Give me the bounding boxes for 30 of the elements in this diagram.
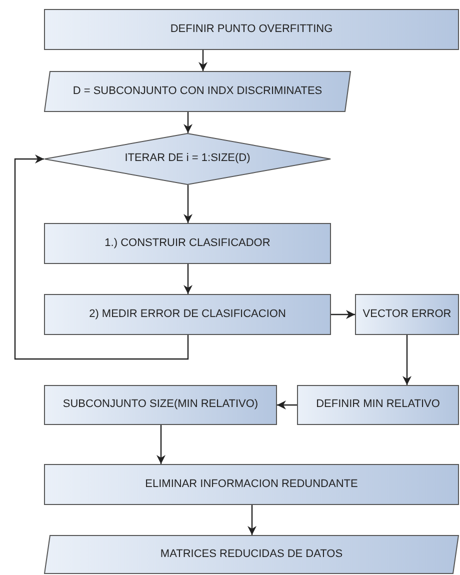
process-box <box>44 385 277 425</box>
node-label: 2) MEDIR ERROR DE CLASIFICACION <box>89 308 286 322</box>
arrow <box>248 505 256 535</box>
node-label: D = SUBCONJUNTO CON INDX DISCRIMINATES <box>72 84 322 98</box>
process-box <box>297 385 459 425</box>
data-parallelogram <box>44 71 351 112</box>
arrow <box>331 310 355 319</box>
arrow <box>198 50 208 71</box>
process-box <box>44 294 331 335</box>
node-label: MATRICES REDUCIDAS DE DATOS <box>160 548 343 562</box>
node-label: ELIMINAR INFORMACION REDUNDANTE <box>145 478 358 492</box>
arrow <box>184 185 192 223</box>
process-box <box>355 294 459 335</box>
process-box <box>44 9 459 50</box>
process-box <box>44 223 331 264</box>
arrow <box>14 154 189 360</box>
arrow <box>156 425 166 464</box>
arrow <box>184 112 192 133</box>
node-label: VECTOR ERROR <box>362 308 452 322</box>
arrow <box>277 400 297 410</box>
node-label: DEFINIR PUNTO OVERFITTING <box>170 22 333 36</box>
node-label: DEFINIR MIN RELATIVO <box>316 398 440 412</box>
arrow <box>184 264 192 294</box>
node-label: ITERAR DE i = 1:SIZE(D) <box>124 152 250 166</box>
data-parallelogram <box>44 535 459 574</box>
arrow <box>402 335 412 385</box>
process-box <box>44 464 459 505</box>
node-label: SUBCONJUNTO SIZE(MIN RELATIVO) <box>62 398 258 412</box>
node-label: 1.) CONSTRUIR CLASIFICADOR <box>104 236 270 250</box>
decision-diamond <box>44 133 331 185</box>
